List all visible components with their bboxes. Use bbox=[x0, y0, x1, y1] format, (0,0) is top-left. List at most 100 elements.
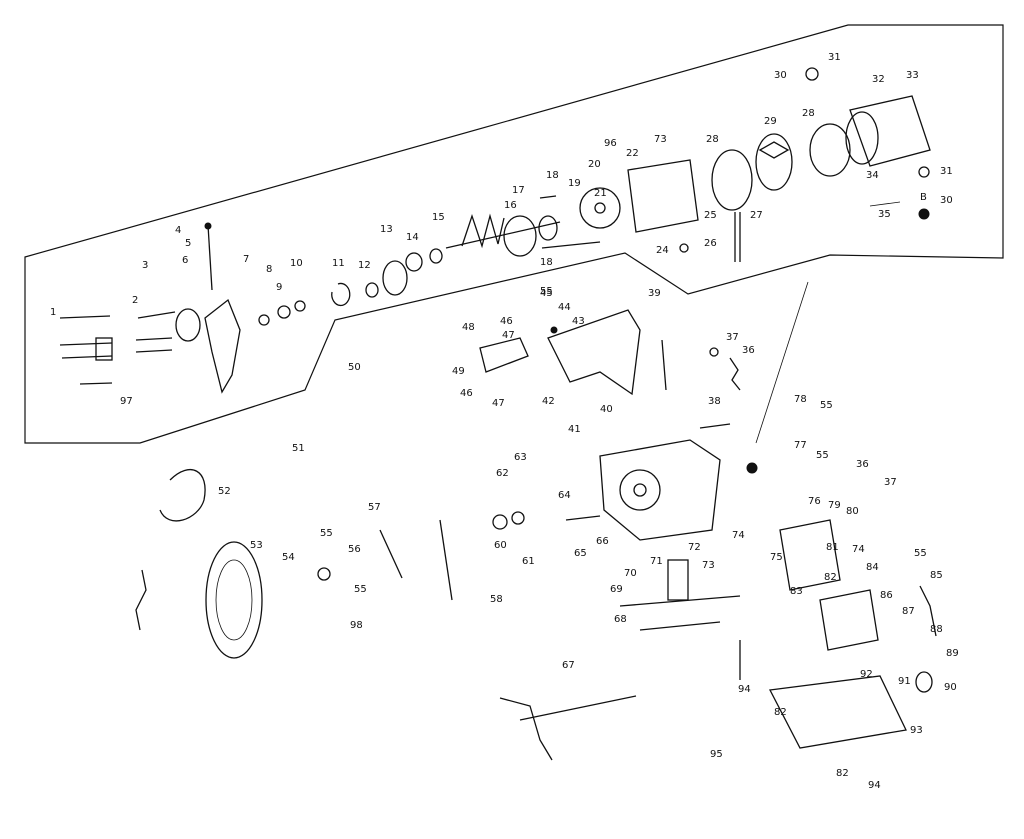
brush-holder-rods bbox=[59, 311, 176, 385]
callout-24: 24 bbox=[656, 245, 669, 256]
callout-56: 56 bbox=[348, 544, 361, 555]
callout-2: 2 bbox=[132, 295, 138, 306]
callout-30b: 30 bbox=[940, 195, 953, 206]
callout-48: 48 bbox=[462, 322, 475, 333]
callout-47b: 47 bbox=[492, 398, 505, 409]
callout-75: 75 bbox=[770, 552, 783, 563]
callout-37a: 37 bbox=[726, 332, 739, 343]
callout-15: 15 bbox=[432, 212, 445, 223]
callout-35: 35 bbox=[878, 209, 891, 220]
callout-12: 12 bbox=[358, 260, 371, 271]
bearings-washers bbox=[258, 248, 443, 326]
callout-4: 4 bbox=[175, 225, 181, 236]
callout-18b: 18 bbox=[540, 257, 553, 268]
leader-line bbox=[755, 281, 809, 444]
callout-63: 63 bbox=[514, 452, 527, 463]
callout-62: 62 bbox=[496, 468, 509, 479]
callout-B: B bbox=[920, 192, 927, 203]
callout-49: 49 bbox=[452, 366, 465, 377]
callout-27: 27 bbox=[750, 210, 763, 221]
callout-3: 3 bbox=[142, 260, 148, 271]
callout-73a: 73 bbox=[654, 134, 667, 145]
callout-64: 64 bbox=[558, 490, 571, 501]
rip-fence-assembly bbox=[739, 519, 937, 749]
callout-34: 34 bbox=[866, 170, 879, 181]
callout-78: 78 bbox=[794, 394, 807, 405]
callout-92: 92 bbox=[860, 669, 873, 680]
callout-labels: 1 2 3 4 5 6 7 8 9 10 11 12 13 14 15 16 1… bbox=[50, 52, 959, 791]
callout-61: 61 bbox=[522, 556, 535, 567]
callout-67: 67 bbox=[562, 660, 575, 671]
callout-55f: 55 bbox=[914, 548, 927, 559]
blade-guard bbox=[135, 469, 206, 631]
callout-82b: 82 bbox=[774, 707, 787, 718]
callout-36b: 36 bbox=[856, 459, 869, 470]
callout-72: 72 bbox=[688, 542, 701, 553]
callout-66: 66 bbox=[596, 536, 609, 547]
armature bbox=[445, 195, 601, 257]
callout-55e: 55 bbox=[816, 450, 829, 461]
callout-58: 58 bbox=[490, 594, 503, 605]
callout-82c: 82 bbox=[836, 768, 849, 779]
callout-26: 26 bbox=[704, 238, 717, 249]
callout-96: 96 bbox=[604, 138, 617, 149]
callout-74a: 74 bbox=[732, 530, 745, 541]
callout-29: 29 bbox=[764, 116, 777, 127]
callout-46a: 46 bbox=[500, 316, 513, 327]
callout-7: 7 bbox=[243, 254, 249, 265]
callout-55b: 55 bbox=[354, 584, 367, 595]
callout-30a: 30 bbox=[774, 70, 787, 81]
callout-79: 79 bbox=[828, 500, 841, 511]
callout-55a: 55 bbox=[320, 528, 333, 539]
callout-94b: 94 bbox=[868, 780, 881, 791]
motor-fan-and-end bbox=[755, 67, 931, 220]
callout-71: 71 bbox=[650, 556, 663, 567]
callout-69: 69 bbox=[610, 584, 623, 595]
callout-36a: 36 bbox=[742, 345, 755, 356]
callout-84: 84 bbox=[866, 562, 879, 573]
callout-76: 76 bbox=[808, 496, 821, 507]
callout-82a: 82 bbox=[824, 572, 837, 583]
callout-21: 21 bbox=[594, 188, 607, 199]
callout-19: 19 bbox=[568, 178, 581, 189]
callout-38: 38 bbox=[708, 396, 721, 407]
callout-44: 44 bbox=[558, 302, 571, 313]
callout-51: 51 bbox=[292, 443, 305, 454]
callout-31b: 31 bbox=[940, 166, 953, 177]
callout-89: 89 bbox=[946, 648, 959, 659]
callout-86: 86 bbox=[880, 590, 893, 601]
callout-8: 8 bbox=[266, 264, 272, 275]
callout-73b: 73 bbox=[702, 560, 715, 571]
callout-53: 53 bbox=[250, 540, 263, 551]
callout-28a: 28 bbox=[706, 134, 719, 145]
callout-77: 77 bbox=[794, 440, 807, 451]
callout-52: 52 bbox=[218, 486, 231, 497]
handle-and-switch bbox=[479, 309, 741, 396]
callout-54: 54 bbox=[282, 552, 295, 563]
callout-95: 95 bbox=[710, 749, 723, 760]
callout-81: 81 bbox=[826, 542, 839, 553]
callout-97: 97 bbox=[120, 396, 133, 407]
callout-43: 43 bbox=[572, 316, 585, 327]
callout-91: 91 bbox=[898, 676, 911, 687]
callout-68: 68 bbox=[614, 614, 627, 625]
callout-25: 25 bbox=[704, 210, 717, 221]
callout-13: 13 bbox=[380, 224, 393, 235]
callout-14: 14 bbox=[406, 232, 419, 243]
motor-assembly-outline bbox=[24, 24, 1004, 444]
callout-41: 41 bbox=[568, 424, 581, 435]
callout-1: 1 bbox=[50, 307, 56, 318]
callout-18a: 18 bbox=[546, 170, 559, 181]
callout-70: 70 bbox=[624, 568, 637, 579]
base-shoe-and-rod bbox=[499, 559, 741, 761]
callout-6: 6 bbox=[182, 255, 188, 266]
callout-55c: 55 bbox=[540, 286, 553, 297]
callout-22: 22 bbox=[626, 148, 639, 159]
callout-87: 87 bbox=[902, 606, 915, 617]
callout-55d: 55 bbox=[820, 400, 833, 411]
end-bracket bbox=[175, 222, 241, 394]
callout-46b: 46 bbox=[460, 388, 473, 399]
callout-45: 45 bbox=[540, 288, 553, 299]
